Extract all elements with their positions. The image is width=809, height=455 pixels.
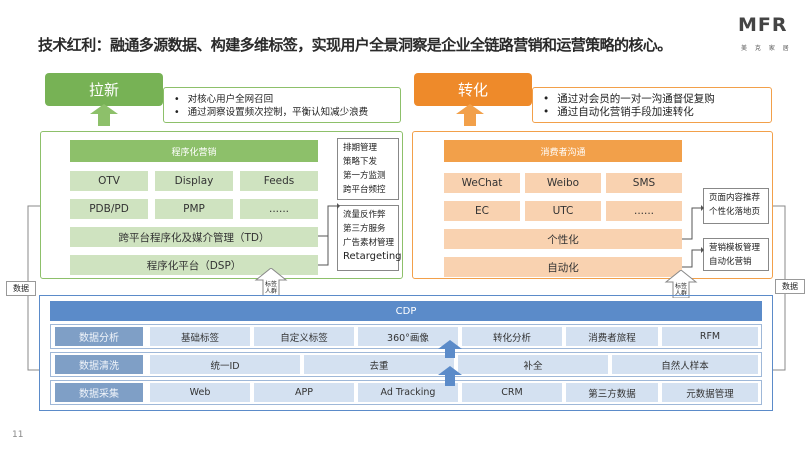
feature-item: 第一方监测 [343, 171, 386, 181]
grid-cell: ...... [240, 199, 318, 219]
consumer-comms-panel [412, 131, 773, 279]
up-arrow-icon [90, 104, 118, 126]
cdp-cell: 补全 [458, 355, 608, 374]
grid-cell: Weibo [525, 173, 601, 193]
cdp-cell: RFM [662, 327, 758, 346]
feature-item: Retargeting [343, 251, 402, 262]
cdp-cell: APP [254, 383, 354, 402]
cdp-cell: 统一ID [150, 355, 300, 374]
automation-row: 自动化 [444, 257, 682, 277]
cross-platform-row: 跨平台程序化及媒介管理（TD） [70, 227, 318, 247]
cdp-row-label: 数据采集 [55, 383, 143, 402]
connector-lines [682, 205, 704, 268]
feature-item: 第三方服务 [343, 224, 386, 234]
cdp-panel [39, 295, 773, 411]
personalization-features-box: 页面内容推荐 个性化落地页 [703, 188, 769, 224]
automation-features-box: 营销模板管理 自动化营销 [703, 238, 769, 271]
tag-arrow-left-label: 标签 人群 [264, 281, 277, 295]
grid-cell: WeChat [444, 173, 520, 193]
grid-cell: ...... [606, 201, 682, 221]
cdp-row [50, 380, 762, 405]
cdp-row [50, 352, 762, 377]
grid-cell: Feeds [240, 171, 318, 191]
brand-logo-subtitle: 美 克 家 居 [741, 45, 792, 52]
service-features-box: 流量反作弊 第三方服务 广告素材管理 Retargeting [337, 205, 402, 271]
up-arrow-icon [456, 104, 484, 126]
programmatic-panel [40, 131, 403, 279]
grid-cell: EC [444, 201, 520, 221]
cdp-cell: 基础标签 [150, 327, 250, 346]
grid-cell: PMP [155, 199, 233, 219]
consumer-comms-header: 消费者沟通 [444, 140, 682, 162]
connector-lines [318, 203, 340, 266]
cdp-title: CDP [50, 301, 762, 321]
cdp-cell: Ad Tracking [358, 383, 458, 402]
cdp-row-label: 数据清洗 [55, 355, 143, 374]
bullet-item: 通过对会员的一对一沟通督促复购 [543, 93, 771, 106]
feature-item: 策略下发 [343, 157, 378, 167]
grid-cell: PDB/PD [70, 199, 148, 219]
feature-item: 跨平台频控 [343, 185, 386, 195]
feature-item: 广告素材管理 [343, 238, 395, 248]
cdp-cell: 自然人样本 [612, 355, 758, 374]
bullet-item: 对核心用户全网召回 [174, 93, 400, 106]
feature-item: 页面内容推荐 [709, 193, 761, 203]
conversion-bullets-box: 通过对会员的一对一沟通督促复购 通过自动化营销手段加速转化 [532, 87, 772, 123]
tag-arrow-right-label: 标签 人群 [674, 283, 687, 297]
programmatic-header: 程序化营销 [70, 140, 318, 162]
cdp-flow-arrows [438, 340, 462, 386]
feature-item: 营销模板管理 [709, 243, 761, 253]
acquisition-bullets-box: 对核心用户全网召回 通过洞察设置频次控制，平衡认知减少浪费 [163, 87, 401, 123]
feature-item: 流量反作弊 [343, 210, 386, 220]
tab-conversion: 转化 [414, 73, 532, 106]
grid-cell: SMS [606, 173, 682, 193]
cdp-row [50, 324, 762, 349]
bullet-item: 通过洞察设置频次控制，平衡认知减少浪费 [174, 106, 400, 119]
cdp-cell: CRM [462, 383, 562, 402]
tab-acquisition: 拉新 [45, 73, 163, 106]
data-label-right: 数据 [775, 279, 805, 294]
feature-item: 排期管理 [343, 143, 378, 153]
cdp-cell: 第三方数据 [566, 383, 658, 402]
feature-item: 自动化营销 [709, 257, 752, 267]
cdp-row-label: 数据分析 [55, 327, 143, 346]
cdp-cell: 自定义标签 [254, 327, 354, 346]
tag-arrow-left [254, 268, 288, 296]
grid-cell: UTC [525, 201, 601, 221]
cdp-cell: 360°画像 [358, 327, 458, 346]
cdp-cell: Web [150, 383, 250, 402]
cdp-cell: 元数据管理 [662, 383, 758, 402]
tag-arrow-right [664, 270, 698, 298]
grid-cell: Display [155, 171, 233, 191]
cdp-cell: 去重 [304, 355, 454, 374]
cdp-cell: 转化分析 [462, 327, 562, 346]
schedule-features-box: 排期管理 策略下发 第一方监测 跨平台频控 [337, 138, 399, 200]
bullet-item: 通过自动化营销手段加速转化 [543, 106, 771, 119]
data-label-left: 数据 [6, 281, 36, 296]
page-title: 技术红利：融通多源数据、构建多维标签，实现用户全景洞察是企业全链路营销和运营策略… [38, 36, 672, 54]
brand-logo: MFR [738, 14, 788, 36]
dsp-row: 程序化平台（DSP） [70, 255, 318, 275]
grid-cell: OTV [70, 171, 148, 191]
feature-item: 个性化落地页 [709, 207, 761, 217]
page-number: 11 [12, 430, 24, 440]
personalization-row: 个性化 [444, 229, 682, 249]
cdp-cell: 消费者旅程 [566, 327, 658, 346]
